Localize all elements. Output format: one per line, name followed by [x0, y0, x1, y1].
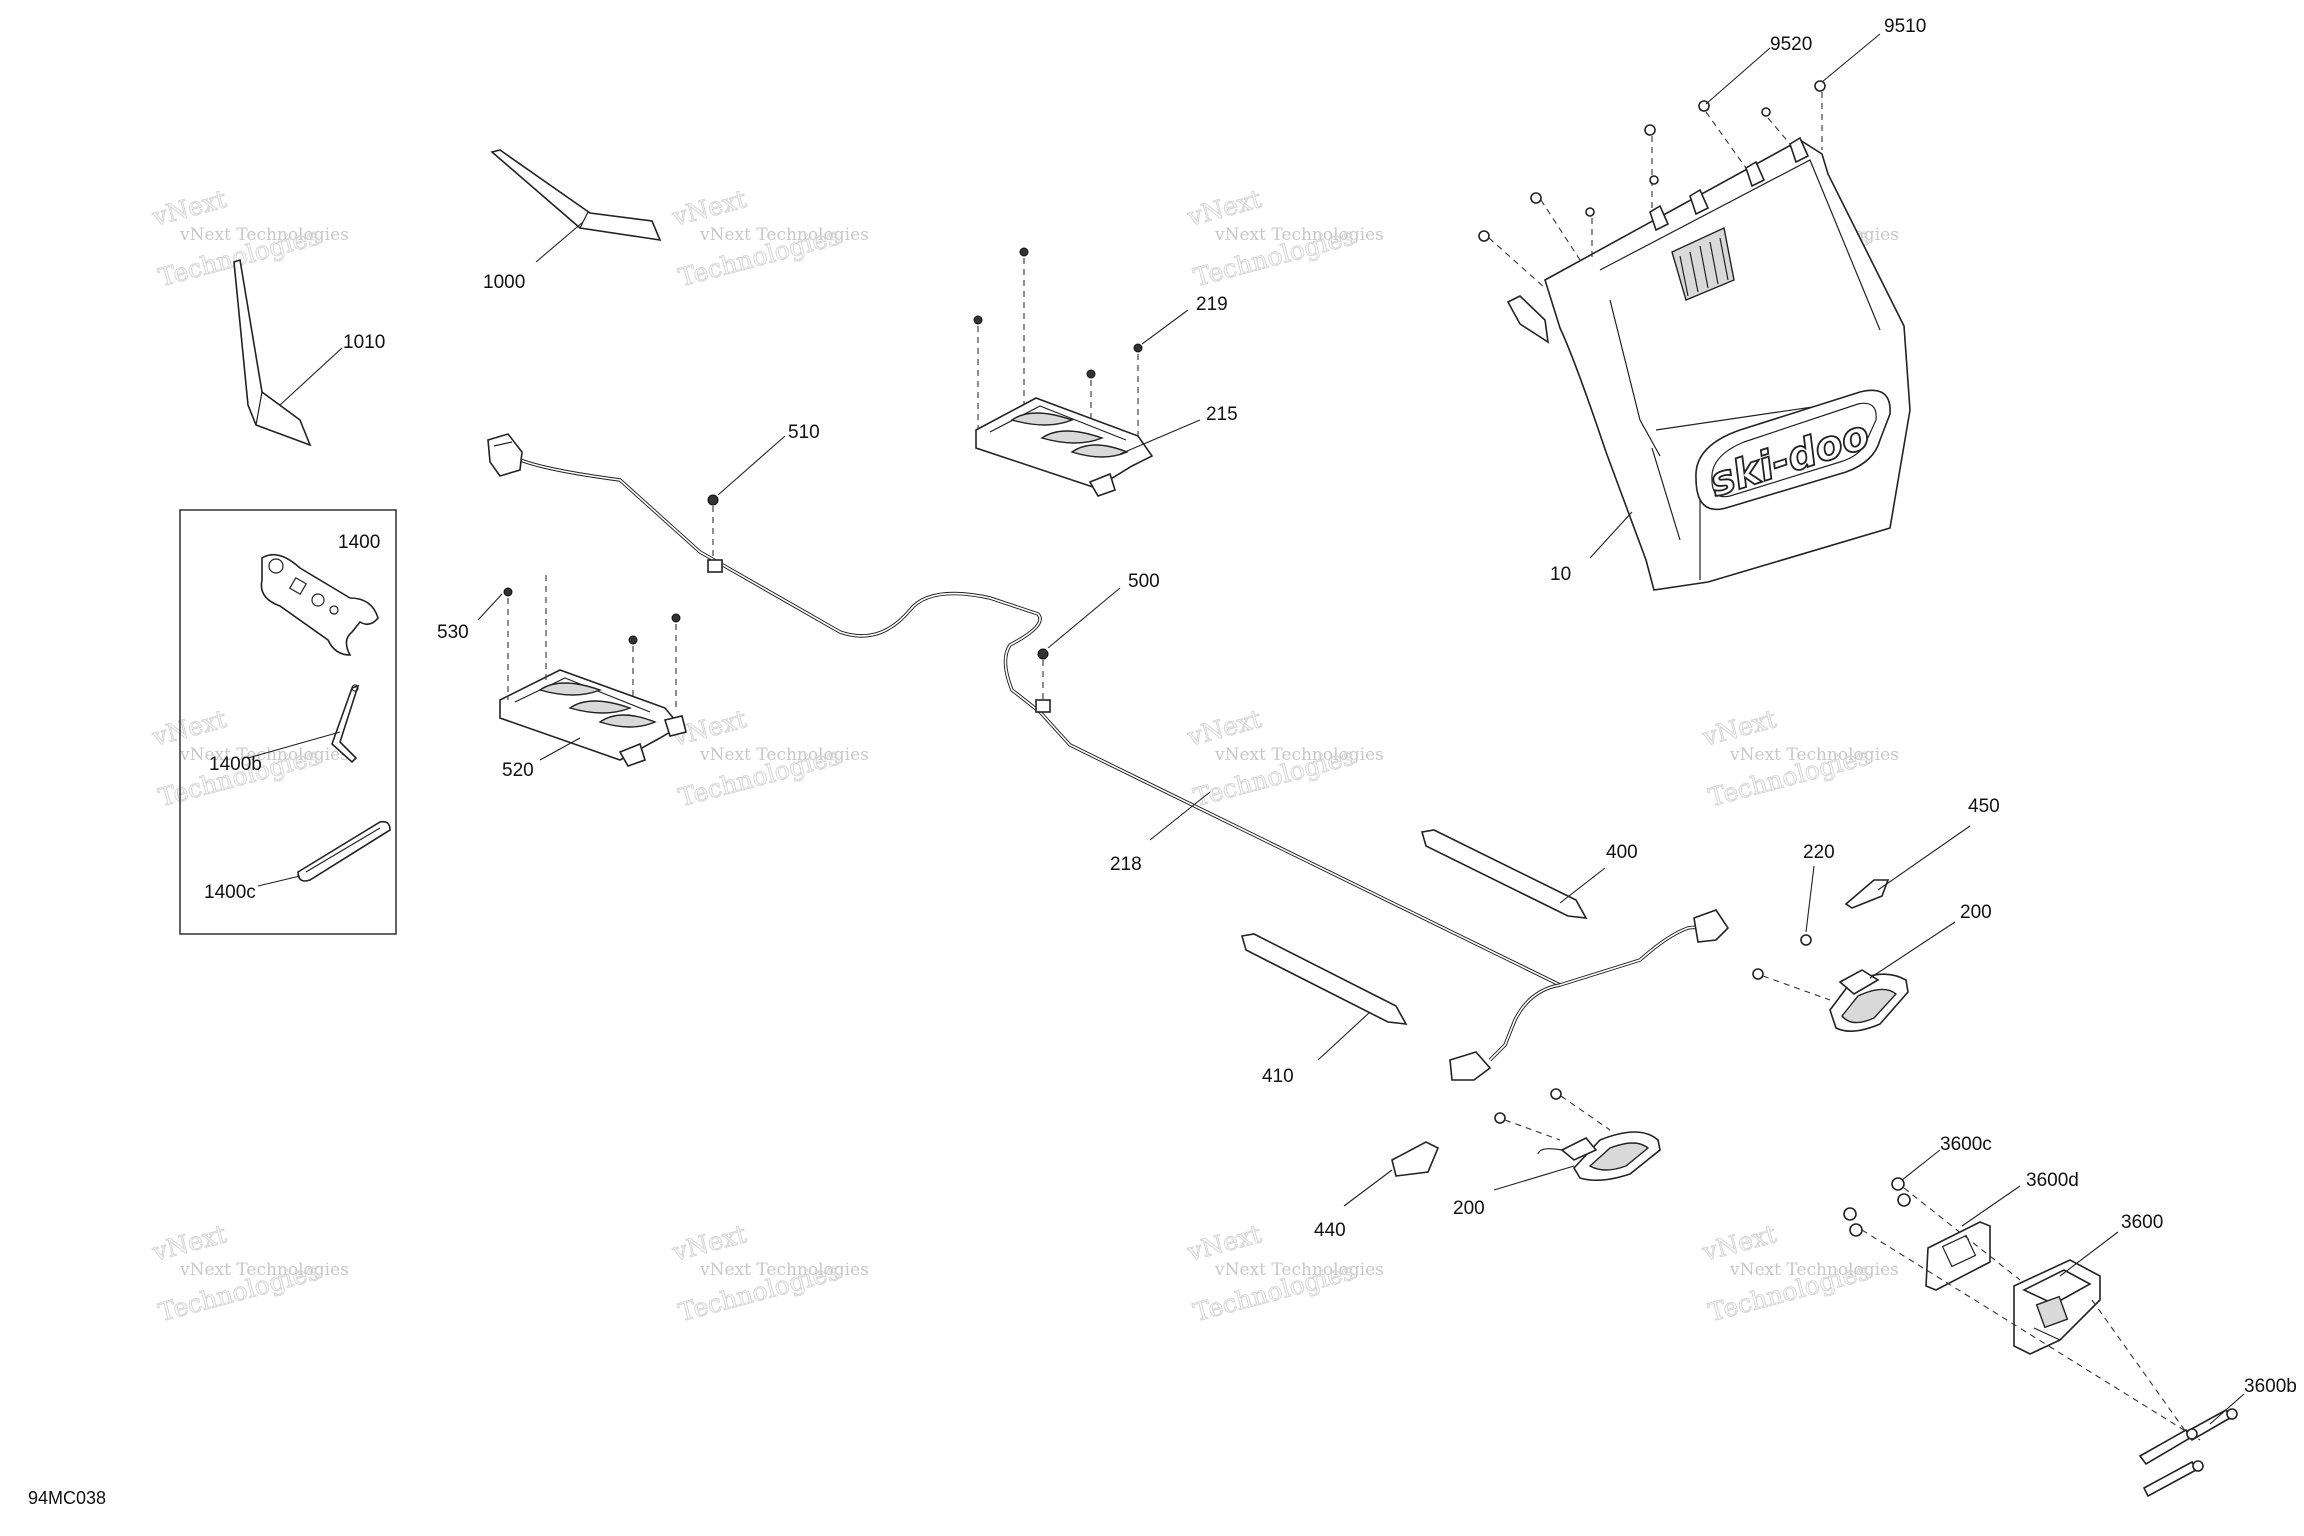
- watermark-text: vNext Technologies: [1214, 225, 1384, 245]
- part-520-plate: [973, 247, 1154, 497]
- watermark-text: vNext Technologies: [179, 745, 349, 765]
- watermark: vNext vNext Technologies Technologies: [148, 1219, 349, 1328]
- watermark: vNext vNext Technologies Technologies: [1183, 184, 1384, 293]
- watermark: vNext vNext Technologies Technologies: [1183, 1219, 1384, 1328]
- watermark-text: vNext Technologies: [1214, 1260, 1384, 1280]
- watermark-text: vNext Technologies: [1214, 745, 1384, 765]
- part-410-reflector: [1240, 933, 1408, 1025]
- callout-510: 530: [437, 622, 469, 643]
- part-400-reflector: [1420, 829, 1588, 919]
- callout-410: 410: [1262, 1066, 1294, 1087]
- watermark: vNext vNext Technologies Technologies: [1698, 704, 1899, 813]
- watermark: vNext vNext Technologies Technologies: [1183, 704, 1384, 813]
- callout-219: 500: [1128, 571, 1160, 592]
- callout-9510: 9510: [1884, 16, 1926, 37]
- callout-3600: 3600: [2121, 1212, 2163, 1233]
- watermark-text: vNext Technologies: [699, 1260, 869, 1280]
- callout-1400b: 1400b: [209, 754, 262, 775]
- callout-450: 450: [1968, 796, 2000, 817]
- watermark-text: vNext Technologies: [699, 745, 869, 765]
- tool-kit-box: [179, 509, 397, 935]
- watermark: vNext vNext Technologies Technologies: [668, 184, 869, 293]
- part-450-cover: [1844, 879, 1890, 909]
- watermark: vNext vNext Technologies Technologies: [148, 184, 349, 293]
- part-440-cover: [1391, 1141, 1440, 1177]
- callout-440: 440: [1314, 1220, 1346, 1241]
- watermark-text: vNext Technologies: [699, 225, 869, 245]
- callout-215: 218: [1110, 854, 1142, 875]
- watermark: vNext vNext Technologies Technologies: [668, 704, 869, 813]
- watermark-text: vNext Technologies: [179, 1260, 349, 1280]
- callout-400: 400: [1606, 842, 1638, 863]
- part-1010-deflector: [233, 258, 312, 447]
- callout-3600d: 3600d: [2026, 1170, 2079, 1191]
- callout-530: 219: [1196, 294, 1228, 315]
- part-3600-hitch: [1843, 1177, 2238, 1498]
- callout-9520: 9520: [1770, 34, 1812, 55]
- watermark-text: vNext Technologies: [1729, 745, 1899, 765]
- part-218-pin: [707, 494, 719, 556]
- part-1400-wrench: [260, 553, 379, 656]
- callout-200-lower: 200: [1453, 1198, 1485, 1219]
- callout-1400: 1400: [338, 532, 380, 553]
- part-9520-9510-fasteners: [1478, 80, 1826, 289]
- callout-3600b: 3600b: [2244, 1376, 2297, 1397]
- callout-520: 215: [1206, 404, 1238, 425]
- part-1000-strip: [490, 149, 662, 242]
- part-500-plate: [499, 575, 687, 767]
- part-1400c-strap: [297, 820, 391, 882]
- watermark-text: vNext Technologies: [179, 225, 349, 245]
- diagram-code: 94MC038: [28, 1488, 107, 1508]
- callout-220: 220: [1803, 842, 1835, 863]
- callout-218: 510: [788, 422, 820, 443]
- callout-1000: 1000: [483, 272, 525, 293]
- callout-1400c: 1400c: [204, 882, 256, 903]
- callout-200-upper: 200: [1960, 902, 1992, 923]
- watermark: vNext vNext Technologies Technologies: [1698, 1219, 1899, 1328]
- callout-500: 520: [502, 760, 534, 781]
- watermark: vNext vNext Technologies Technologies: [668, 1219, 869, 1328]
- callout-1010: 1010: [343, 332, 385, 353]
- part-10-flap: ski-doo: [1506, 136, 1911, 591]
- part-1400b-hex-key: [331, 684, 360, 764]
- part-200-light-upper: [1752, 934, 1909, 1032]
- part-219-pin: [1037, 648, 1049, 700]
- watermark-text: vNext Technologies: [1729, 1260, 1899, 1280]
- callout-10: 10: [1550, 564, 1571, 585]
- callout-3600c: 3600c: [1940, 1134, 1992, 1155]
- part-215-harness: [487, 433, 1730, 1081]
- part-200-light-lower: [1494, 1088, 1661, 1182]
